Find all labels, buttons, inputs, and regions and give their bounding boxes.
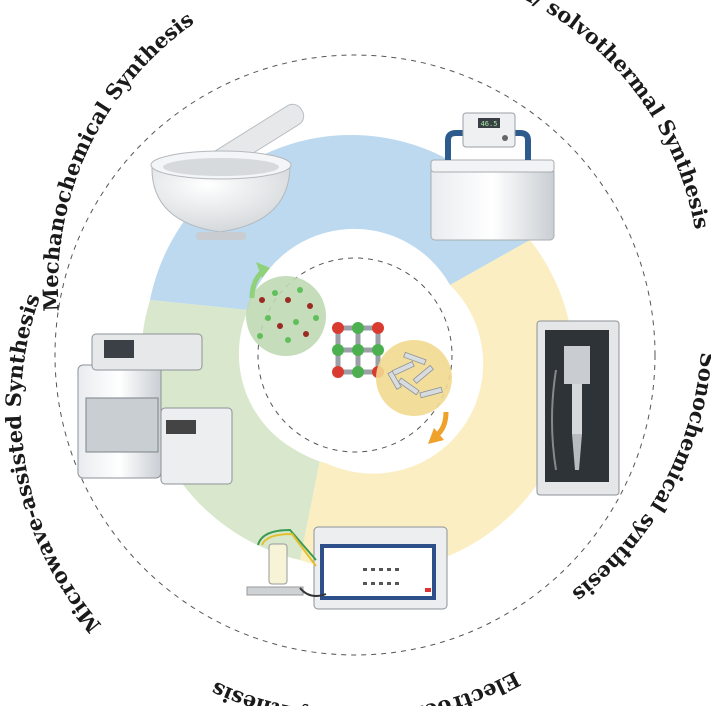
orange-arrow-head (428, 428, 444, 444)
mortar-pestle-icon (150, 103, 305, 240)
precursor-bubble (246, 276, 326, 356)
hydrothermal-bath-icon: 46.5 (430, 112, 555, 241)
crystal-product-bubble (376, 340, 452, 416)
label-electrochemical: Electrochemical Synthesis (207, 667, 524, 706)
outer-dashed-ring (54, 54, 656, 656)
mof-nodes (332, 322, 384, 378)
electrochemical-workstation-icon (246, 526, 448, 610)
bath-display-readout: 46.5 (481, 120, 498, 128)
microwave-reactor-icon (77, 333, 233, 485)
inner-dashed-ring (257, 257, 453, 453)
sonicator-cabinet-icon (536, 320, 620, 496)
yellow-sector (300, 240, 575, 572)
precursor-particles (257, 287, 319, 343)
green-arrow-head (256, 262, 270, 278)
